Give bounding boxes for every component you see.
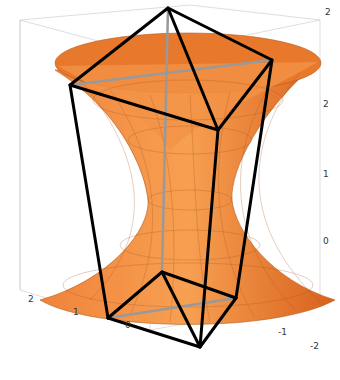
- axis-tick-label: -2: [310, 342, 319, 351]
- axis-tick-label: 1: [73, 308, 79, 317]
- axis-tick-label: 2: [323, 100, 329, 109]
- axis-tick-label: 2: [325, 8, 331, 17]
- axis-tick-label: 2: [28, 295, 34, 304]
- axis-tick-label: 0: [323, 237, 329, 246]
- axis-tick-label: -1: [278, 328, 287, 337]
- axis-tick-label: 1: [323, 170, 329, 179]
- axis-tick-label: 0: [125, 321, 131, 330]
